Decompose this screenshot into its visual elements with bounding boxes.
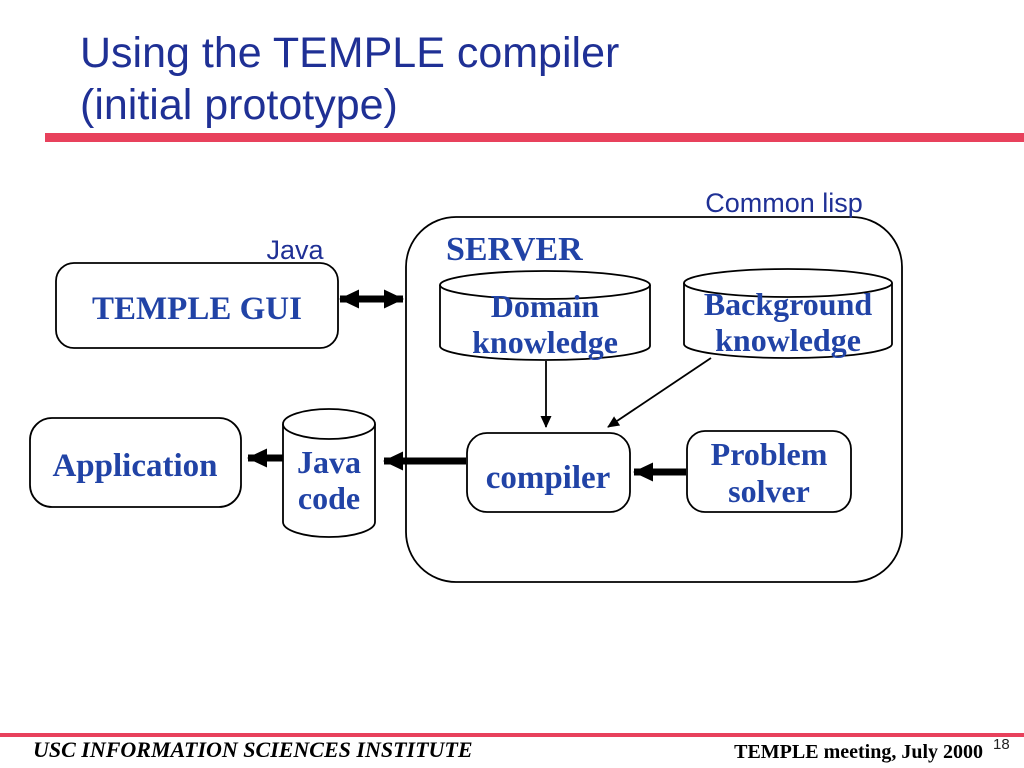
compiler-label: compiler (486, 460, 611, 496)
footer-meeting-text: TEMPLE meeting, July 2000 (734, 741, 983, 763)
footer-institute-text: USC INFORMATION SCIENCES INSTITUTE (33, 737, 473, 762)
domain-knowledge-label-line2: knowledge (472, 324, 618, 360)
problem-solver-label-line1: Problem (711, 436, 828, 472)
domain-knowledge-cylinder-top (439, 270, 651, 300)
page-title-line2: (initial prototype) (80, 81, 398, 129)
temple-gui-box (55, 262, 339, 349)
footer-accent-rule (0, 733, 1024, 737)
background-knowledge-cylinder-top (683, 268, 893, 298)
java-code-cylinder-top (282, 408, 376, 440)
page-title-line1: Using the TEMPLE compiler (80, 29, 620, 77)
page-title: Using the TEMPLE compiler (initial proto… (80, 27, 619, 131)
domain-knowledge-label-line1: Domain (491, 288, 600, 324)
server-label: SERVER (446, 231, 583, 268)
page-number: 18 (993, 736, 1010, 753)
domain-knowledge-cylinder-body (439, 285, 651, 361)
java-code-label-line2: code (298, 480, 360, 516)
background-knowledge-cylinder-body (683, 283, 893, 359)
compiler-box (466, 432, 631, 513)
title-accent-rule (45, 133, 1024, 142)
application-label: Application (52, 448, 217, 484)
java-code-label-line1: Java (297, 444, 361, 480)
application-box (29, 417, 242, 508)
background-knowledge-label-line2: knowledge (715, 322, 861, 358)
java-code-cylinder-body (282, 424, 376, 538)
java-label: Java (266, 235, 324, 265)
problem-solver-box (686, 430, 852, 513)
background-knowledge-label-line1: Background (704, 286, 873, 322)
background-to-compiler-arrow (607, 357, 712, 428)
common-lisp-label: Common lisp (705, 188, 863, 218)
temple-gui-label: TEMPLE GUI (92, 291, 302, 327)
problem-solver-label-line2: solver (728, 473, 810, 509)
